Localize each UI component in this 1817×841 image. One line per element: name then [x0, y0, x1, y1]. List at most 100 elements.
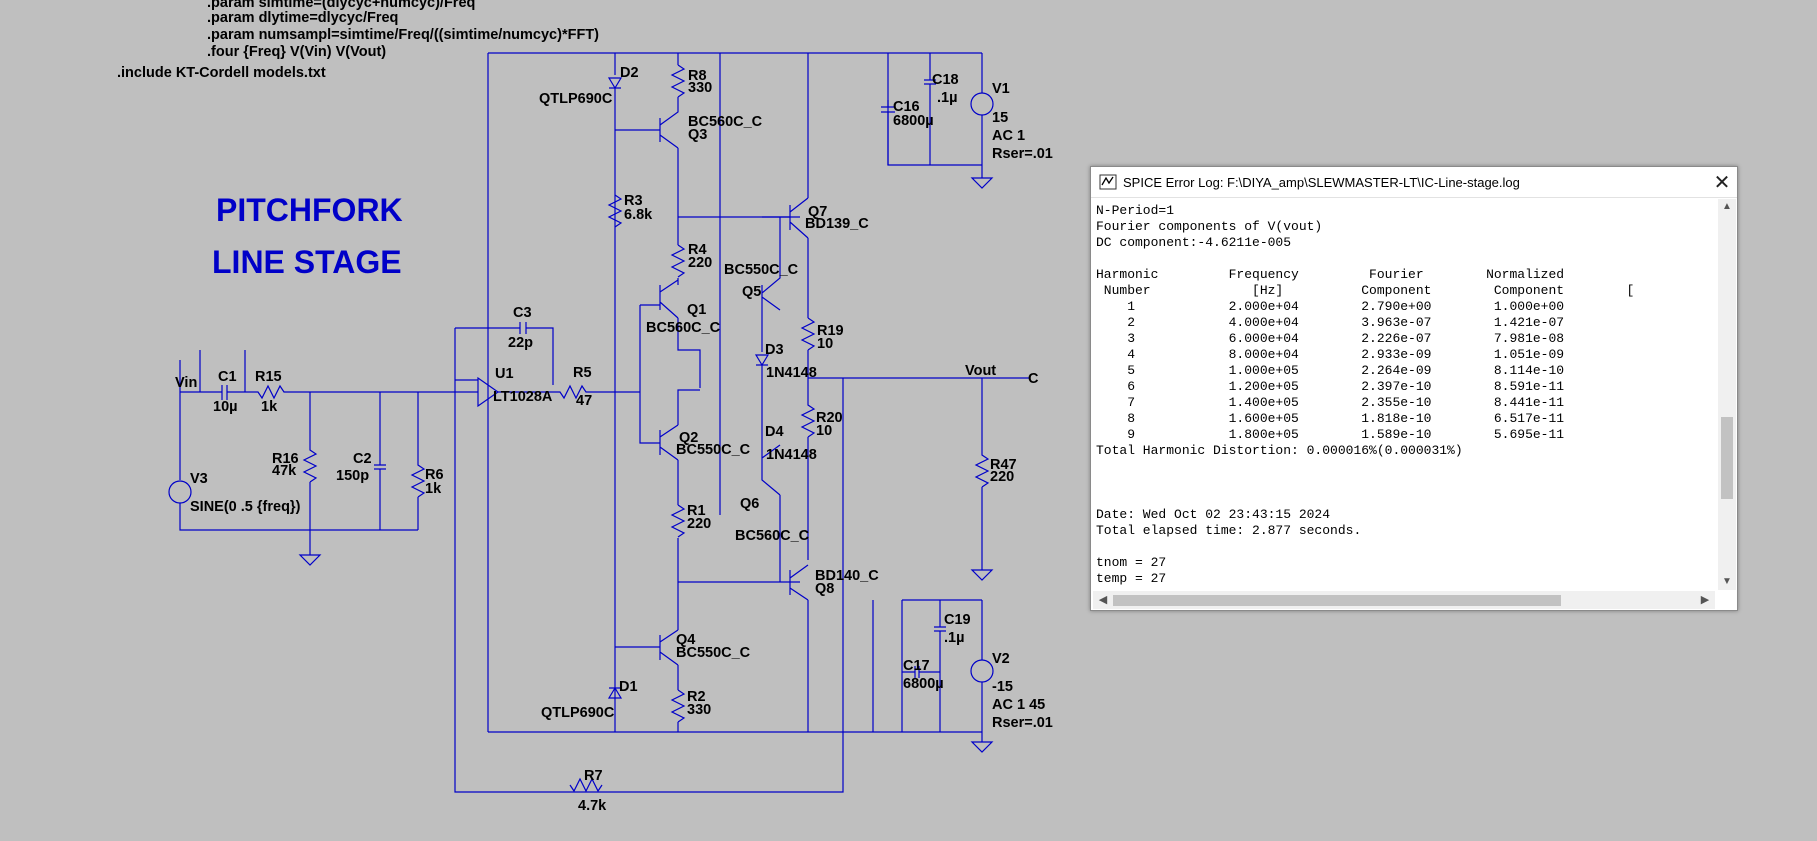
component-label-r3[interactable]: R3	[624, 193, 643, 209]
schematic-title-line1: PITCHFORK	[216, 192, 403, 228]
component-label-r8[interactable]: R8	[688, 68, 707, 84]
component-value-c19[interactable]: .1µ	[944, 630, 965, 646]
component-model-q1[interactable]: BC560C_C	[646, 320, 721, 336]
component-model-d1[interactable]: QTLP690C	[541, 705, 615, 721]
component-value-c17[interactable]: 6800µ	[903, 676, 944, 692]
component-label-q4[interactable]: Q4	[676, 632, 696, 648]
component-label-q8[interactable]: Q8	[815, 581, 835, 597]
component-label-c2[interactable]: C2	[353, 451, 372, 467]
component-model-d4[interactable]: 1N4148	[766, 447, 817, 463]
component-label-r7[interactable]: R7	[584, 768, 603, 784]
component-model-q8[interactable]: BD140_C	[815, 568, 879, 584]
component-ac-v1[interactable]: AC 1	[992, 128, 1026, 144]
component-value-r4[interactable]: 220	[688, 255, 713, 271]
spice-directive[interactable]: .param dlytime=dlycyc/Freq	[207, 10, 399, 26]
component-label-r15[interactable]: R15	[255, 369, 282, 385]
component-value-r6[interactable]: 1k	[425, 481, 442, 497]
component-label-r4[interactable]: R4	[688, 242, 707, 258]
component-label-r6[interactable]: R6	[425, 467, 444, 483]
component-value-v2[interactable]: -15	[992, 679, 1013, 695]
net-label-c[interactable]: C	[1028, 371, 1039, 387]
log-content[interactable]: N-Period=1 Fourier components of V(vout)…	[1093, 199, 1715, 590]
component-label-r47[interactable]: R47	[990, 457, 1017, 473]
scroll-right-icon[interactable]: ▶	[1700, 594, 1710, 606]
net-label-vin[interactable]: Vin	[175, 375, 198, 391]
component-model-q5[interactable]: BC550C_C	[724, 262, 799, 278]
component-label-c16[interactable]: C16	[893, 99, 920, 115]
component-value-c1[interactable]: 10µ	[213, 399, 238, 415]
component-label-v1[interactable]: V1	[992, 81, 1010, 97]
component-model-q7[interactable]: BD139_C	[805, 216, 869, 232]
spice-directive[interactable]: .param numsampl=simtime/Freq/((simtime/n…	[207, 27, 599, 43]
component-label-c19[interactable]: C19	[944, 612, 971, 628]
component-model-d2[interactable]: QTLP690C	[539, 91, 613, 107]
scrollbar-thumb[interactable]	[1113, 595, 1561, 606]
component-rser-v1[interactable]: Rser=.01	[992, 146, 1053, 162]
component-value-r19[interactable]: 10	[817, 336, 834, 352]
component-model-q6[interactable]: BC560C_C	[735, 528, 810, 544]
component-model-q2[interactable]: BC550C_C	[676, 442, 751, 458]
net-label-vout[interactable]: Vout	[965, 363, 997, 379]
component-label-q5[interactable]: Q5	[742, 284, 762, 300]
scroll-up-icon[interactable]: ▲	[1722, 201, 1732, 212]
component-value-c3[interactable]: 22p	[508, 335, 533, 351]
component-label-r2[interactable]: R2	[687, 689, 706, 705]
component-value-r1[interactable]: 220	[687, 516, 712, 532]
window-title: SPICE Error Log: F:\DIYA_amp\SLEWMASTER-…	[1123, 174, 1520, 190]
component-value-r7[interactable]: 4.7k	[578, 798, 607, 814]
component-model-d3[interactable]: 1N4148	[766, 365, 817, 381]
component-label-r19[interactable]: R19	[817, 323, 844, 339]
component-rser-v2[interactable]: Rser=.01	[992, 715, 1053, 731]
component-value-c18[interactable]: .1µ	[937, 90, 958, 106]
schematic-title-line2: LINE STAGE	[212, 244, 402, 280]
component-label-c18[interactable]: C18	[932, 72, 959, 88]
window-titlebar[interactable]: SPICE Error Log: F:\DIYA_amp\SLEWMASTER-…	[1091, 167, 1737, 198]
component-value-r16[interactable]: 47k	[272, 463, 297, 479]
error-log-window[interactable]: SPICE Error Log: F:\DIYA_amp\SLEWMASTER-…	[1090, 166, 1738, 611]
component-label-c1[interactable]: C1	[218, 369, 237, 385]
component-value-r15[interactable]: 1k	[261, 399, 278, 415]
component-value-v1[interactable]: 15	[992, 110, 1009, 126]
component-value-r2[interactable]: 330	[687, 702, 712, 718]
component-label-v2[interactable]: V2	[992, 651, 1010, 667]
component-label-r1[interactable]: R1	[687, 503, 706, 519]
component-value-c2[interactable]: 150p	[336, 468, 370, 484]
component-label-v3[interactable]: V3	[190, 471, 208, 487]
component-label-d4[interactable]: D4	[765, 424, 784, 440]
scroll-down-icon[interactable]: ▼	[1722, 576, 1732, 587]
component-model-q3[interactable]: BC560C_C	[688, 114, 763, 130]
component-value-r8[interactable]: 330	[688, 80, 713, 96]
component-label-q1[interactable]: Q1	[687, 302, 707, 318]
component-label-c3[interactable]: C3	[513, 305, 532, 321]
component-value-c16[interactable]: 6800µ	[893, 113, 934, 129]
component-label-u1[interactable]: U1	[495, 366, 514, 382]
component-value-r20[interactable]: 10	[816, 423, 833, 439]
spice-directive[interactable]: .four {Freq} V(Vin) V(Vout)	[207, 44, 387, 60]
component-value-r5[interactable]: 47	[576, 393, 593, 409]
scrollbar-thumb[interactable]	[1721, 417, 1733, 499]
component-model-q4[interactable]: BC550C_C	[676, 645, 751, 661]
schematic-canvas[interactable]: .param simtime=(dlycyc+numcyc)/Freq .par…	[0, 0, 1568, 841]
spice-directive[interactable]: .param simtime=(dlycyc+numcyc)/Freq	[207, 0, 476, 11]
close-icon[interactable]: ✕	[1713, 171, 1731, 194]
component-label-q2[interactable]: Q2	[679, 430, 699, 446]
component-label-d2[interactable]: D2	[620, 65, 639, 81]
component-label-q6[interactable]: Q6	[740, 496, 760, 512]
vertical-scrollbar[interactable]: ▲ ▼	[1718, 199, 1736, 590]
component-label-r5[interactable]: R5	[573, 365, 592, 381]
horizontal-scrollbar[interactable]: ◀ ▶	[1093, 591, 1715, 609]
component-value-v3[interactable]: SINE(0 .5 {freq})	[190, 499, 301, 515]
component-model-u1[interactable]: LT1028A	[493, 389, 553, 405]
component-label-q7[interactable]: Q7	[808, 204, 828, 220]
component-label-c17[interactable]: C17	[903, 658, 930, 674]
component-label-r20[interactable]: R20	[816, 410, 843, 426]
component-label-r16[interactable]: R16	[272, 451, 299, 467]
component-label-d3[interactable]: D3	[765, 342, 784, 358]
component-label-q3[interactable]: Q3	[688, 127, 708, 143]
component-label-d1[interactable]: D1	[619, 679, 638, 695]
component-ac-v2[interactable]: AC 1 45	[992, 697, 1046, 713]
scroll-left-icon[interactable]: ◀	[1098, 594, 1108, 606]
component-value-r3[interactable]: 6.8k	[624, 207, 653, 223]
include-directive[interactable]: .include KT-Cordell models.txt	[117, 65, 326, 81]
component-value-r47[interactable]: 220	[990, 469, 1015, 485]
